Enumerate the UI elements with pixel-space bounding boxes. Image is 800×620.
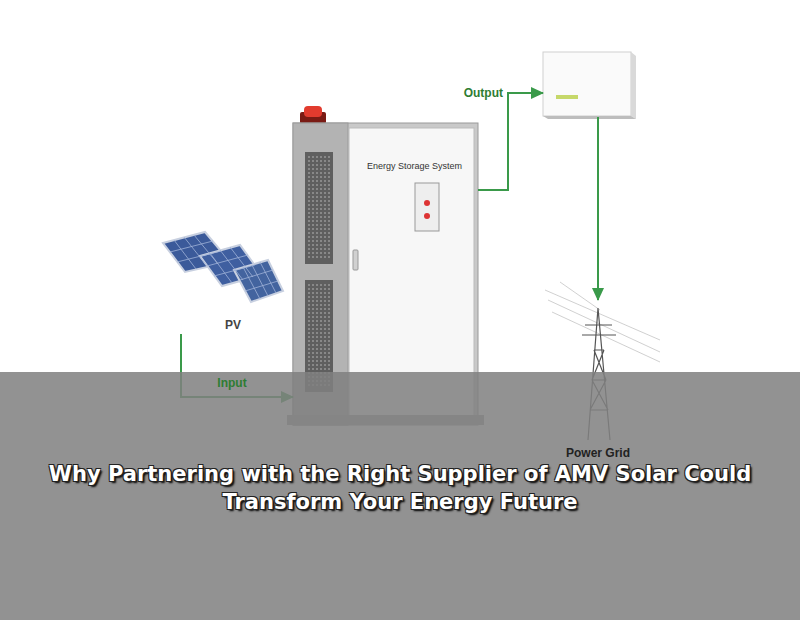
storage-cabinet-box: Energy Storage System <box>293 123 478 425</box>
pv-array: PV <box>156 226 310 334</box>
storage-cabinet <box>424 213 430 219</box>
flow-arrow <box>478 93 598 300</box>
storage-cabinet <box>353 250 358 270</box>
power-grid: Power Grid <box>546 300 650 462</box>
solar-panels <box>170 235 278 299</box>
inverter-box <box>631 52 636 119</box>
inverter-box <box>543 116 636 119</box>
inverter-box <box>556 95 578 99</box>
flow-label: Input <box>217 376 246 390</box>
node-label: Energy Storage System <box>353 161 476 171</box>
title-text: Why Partnering with the Right Supplier o… <box>30 460 770 516</box>
storage-cabinet <box>309 156 329 388</box>
storage-cabinet <box>304 106 322 117</box>
inverter-box <box>543 52 631 116</box>
title-block: Why Partnering with the Right Supplier o… <box>0 460 800 516</box>
node-label: Power Grid <box>546 446 650 460</box>
storage-cabinet <box>424 200 430 206</box>
inverter-box <box>543 52 636 119</box>
solar-panels <box>163 232 283 302</box>
node-label: PV <box>156 318 310 332</box>
storage-cabinet <box>415 183 439 231</box>
arrowhead <box>531 87 544 99</box>
flow-label: Output <box>464 86 503 100</box>
